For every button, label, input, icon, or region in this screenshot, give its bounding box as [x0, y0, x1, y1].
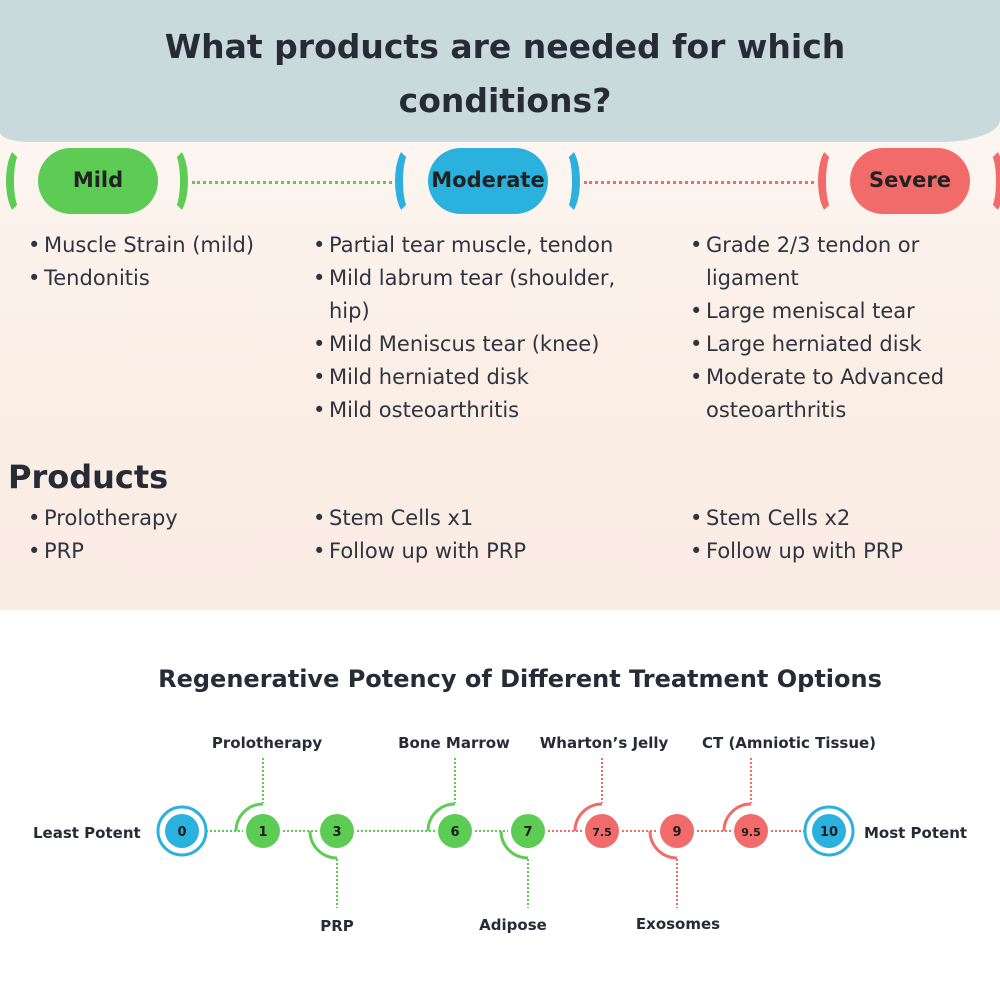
list-item: Mild osteoarthritis [313, 394, 653, 427]
marker-value: 9 [672, 825, 681, 840]
marker-value: 7 [523, 825, 532, 840]
list-item: Tendonitis [28, 262, 298, 295]
marker-value: 1 [258, 825, 267, 840]
marker-value: 3 [332, 825, 341, 840]
potency-title: Regenerative Potency of Different Treatm… [158, 665, 882, 693]
marker-value: 7.5 [592, 826, 612, 839]
marker-value: 0 [177, 825, 186, 840]
severe-bracket-right [976, 146, 1000, 216]
mild-bracket-right [160, 146, 188, 216]
conditions-severe-list: Grade 2/3 tendon or ligament Large menis… [690, 229, 990, 427]
most-potent-label: Most Potent [864, 824, 968, 842]
marker-label: PRP [320, 917, 354, 935]
products-moderate-list: Stem Cells x1 Follow up with PRP [313, 502, 653, 568]
moderate-bracket-right [552, 146, 580, 216]
products-mild-list: Prolotherapy PRP [28, 502, 298, 568]
header-banner: What products are needed for which condi… [0, 0, 1000, 142]
marker-arc [722, 802, 752, 832]
severity-pill-mild: Mild [38, 148, 158, 214]
products-severe-list: Stem Cells x2 Follow up with PRP [690, 502, 990, 568]
least-potent-label: Least Potent [33, 824, 141, 842]
list-item: Stem Cells x2 [690, 502, 990, 535]
scale-marker [734, 814, 768, 848]
marker-label: Wharton’s Jelly [539, 734, 669, 752]
marker-arc [648, 830, 678, 860]
marker-value: 9.5 [741, 826, 761, 839]
list-item: Muscle Strain (mild) [28, 229, 298, 262]
list-item: Follow up with PRP [690, 535, 990, 568]
list-item: Moderate to Advanced osteoarthritis [690, 361, 990, 427]
conditions-mild-list: Muscle Strain (mild) Tendonitis [28, 229, 298, 295]
list-item: Mild herniated disk [313, 361, 653, 394]
moderate-bracket-left [395, 146, 423, 216]
severity-pill-moderate: Moderate [428, 148, 548, 214]
scale-end-marker [812, 814, 846, 848]
connector-moderate-severe [584, 181, 814, 184]
scale-marker [511, 814, 545, 848]
list-item: Grade 2/3 tendon or ligament [690, 229, 990, 295]
scale-marker [246, 814, 280, 848]
marker-arc [499, 830, 529, 860]
products-heading: Products [8, 458, 169, 496]
marker-label: Bone Marrow [398, 734, 510, 752]
list-item: Prolotherapy [28, 502, 298, 535]
list-item: Mild Meniscus tear (knee) [313, 328, 653, 361]
marker-value: 6 [450, 825, 459, 840]
list-item: Stem Cells x1 [313, 502, 653, 535]
marker-label: Prolotherapy [211, 734, 323, 752]
scale-marker [585, 814, 619, 848]
connector-mild-moderate [192, 181, 392, 184]
marker-value: 10 [820, 825, 838, 840]
list-item: Large herniated disk [690, 328, 990, 361]
list-item: Large meniscal tear [690, 295, 990, 328]
scale-marker [320, 814, 354, 848]
scale-end-marker [165, 814, 199, 848]
list-item: Partial tear muscle, tendon [313, 229, 653, 262]
marker-arc [308, 830, 338, 860]
conditions-moderate-list: Partial tear muscle, tendon Mild labrum … [313, 229, 653, 427]
marker-arc [234, 802, 264, 832]
marker-label: Exosomes [635, 915, 721, 933]
marker-arc [573, 802, 603, 832]
severity-pill-severe: Severe [850, 148, 970, 214]
conditions-panel: What products are needed for which condi… [0, 0, 1000, 610]
scale-marker [660, 814, 694, 848]
page-title: What products are needed for which condi… [164, 27, 846, 120]
marker-label: CT (Amniotic Tissue) [701, 734, 877, 752]
mild-bracket-left [6, 146, 34, 216]
marker-label: Adipose [479, 916, 547, 934]
list-item: Mild labrum tear (shoulder, hip) [313, 262, 653, 328]
list-item: PRP [28, 535, 298, 568]
scale-marker [438, 814, 472, 848]
marker-arc [426, 802, 456, 832]
list-item: Follow up with PRP [313, 535, 653, 568]
severe-bracket-left [818, 146, 846, 216]
